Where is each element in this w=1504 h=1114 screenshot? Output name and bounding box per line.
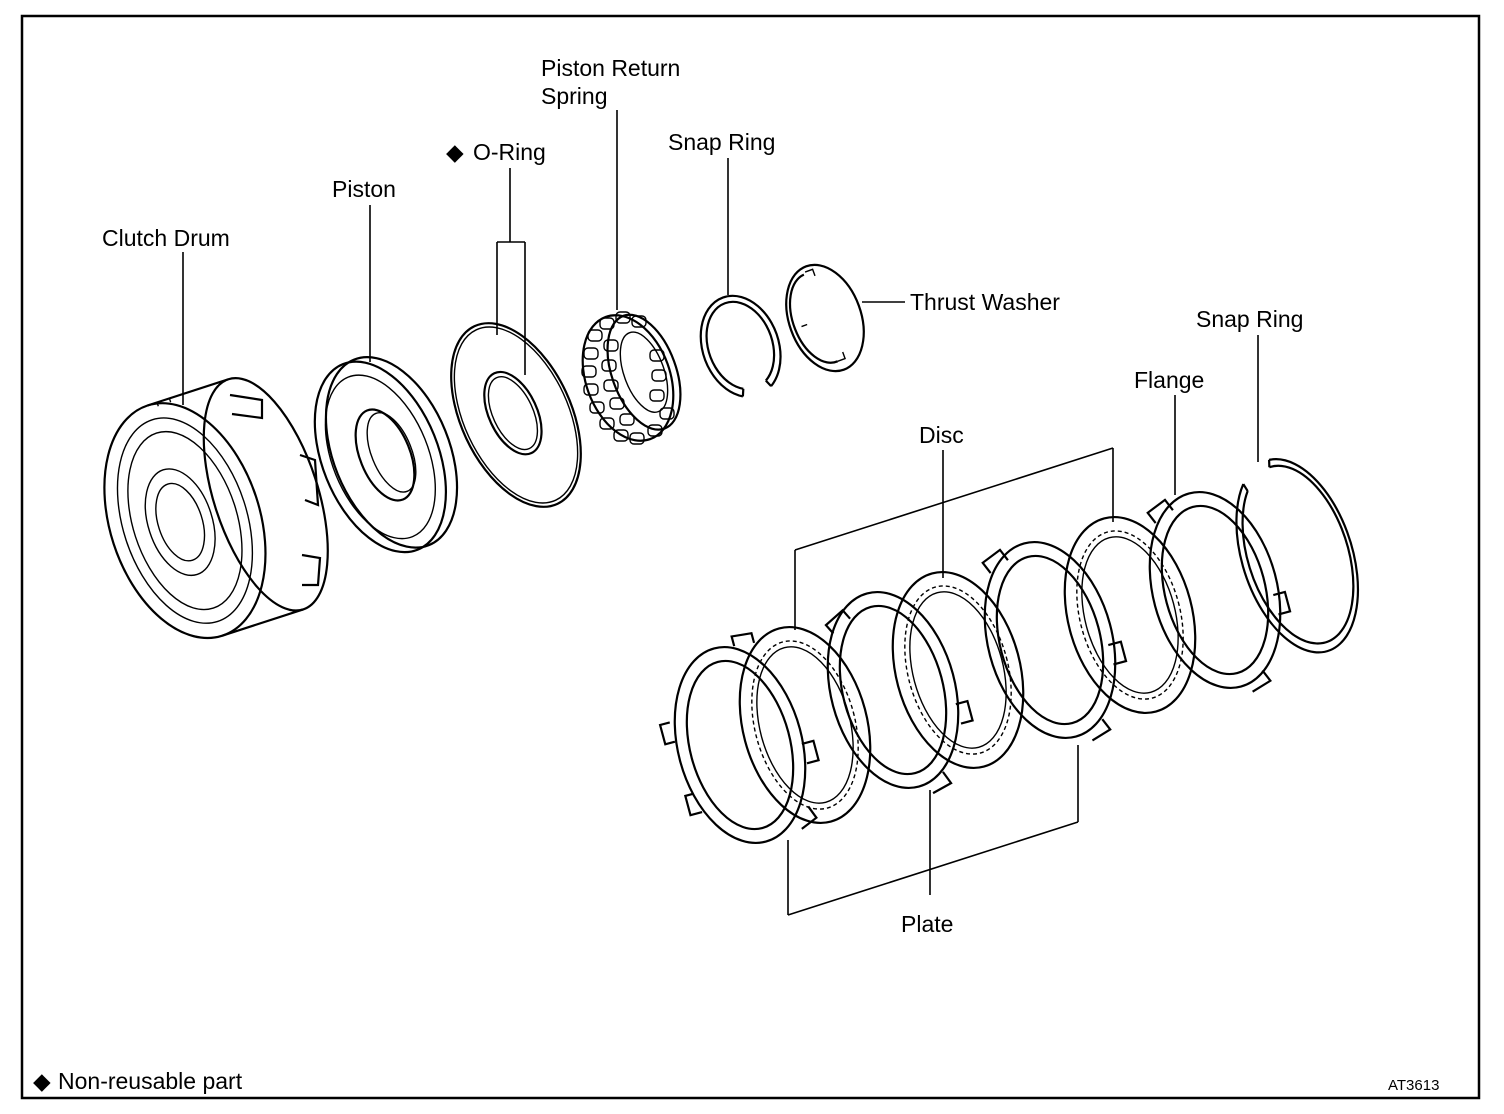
disc-2 (891, 570, 1025, 770)
disc-1 (738, 625, 872, 825)
label-clutch-drum: Clutch Drum (102, 225, 230, 251)
label-flange: Flange (1134, 367, 1204, 393)
o-ring-diamond-icon: ◆ (446, 139, 464, 165)
thrust-washer-part (785, 263, 865, 373)
label-piston: Piston (332, 176, 396, 202)
flange-part (1146, 490, 1292, 693)
piston-part (313, 356, 459, 554)
label-thrust-washer: Thrust Washer (910, 289, 1060, 315)
label-snap-ring-upper: Snap Ring (668, 129, 775, 155)
snap-ring-upper-part (699, 294, 782, 398)
plate-2 (824, 590, 974, 795)
leader-lines (182, 110, 1259, 916)
plate-1 (658, 631, 820, 845)
clutch-drum-part (103, 377, 329, 640)
plate-3 (981, 540, 1128, 742)
legend-text: Non-reusable part (58, 1068, 243, 1094)
label-snap-ring-right: Snap Ring (1196, 306, 1303, 332)
diagram-frame (20, 14, 1481, 1100)
figure-code: AT3613 (1388, 1077, 1439, 1094)
disc-3 (1063, 515, 1197, 715)
label-plate: Plate (901, 911, 953, 937)
snap-ring-right-part (1235, 458, 1360, 654)
label-disc: Disc (919, 422, 964, 448)
legend-diamond-icon: ◆ (33, 1068, 51, 1094)
piston-return-spring-part (581, 311, 682, 445)
label-piston-return-spring-line2: Spring (541, 83, 607, 109)
o-ring-part (450, 322, 582, 508)
label-o-ring: O-Ring (473, 139, 546, 165)
label-piston-return-spring-line1: Piston Return (541, 55, 680, 81)
